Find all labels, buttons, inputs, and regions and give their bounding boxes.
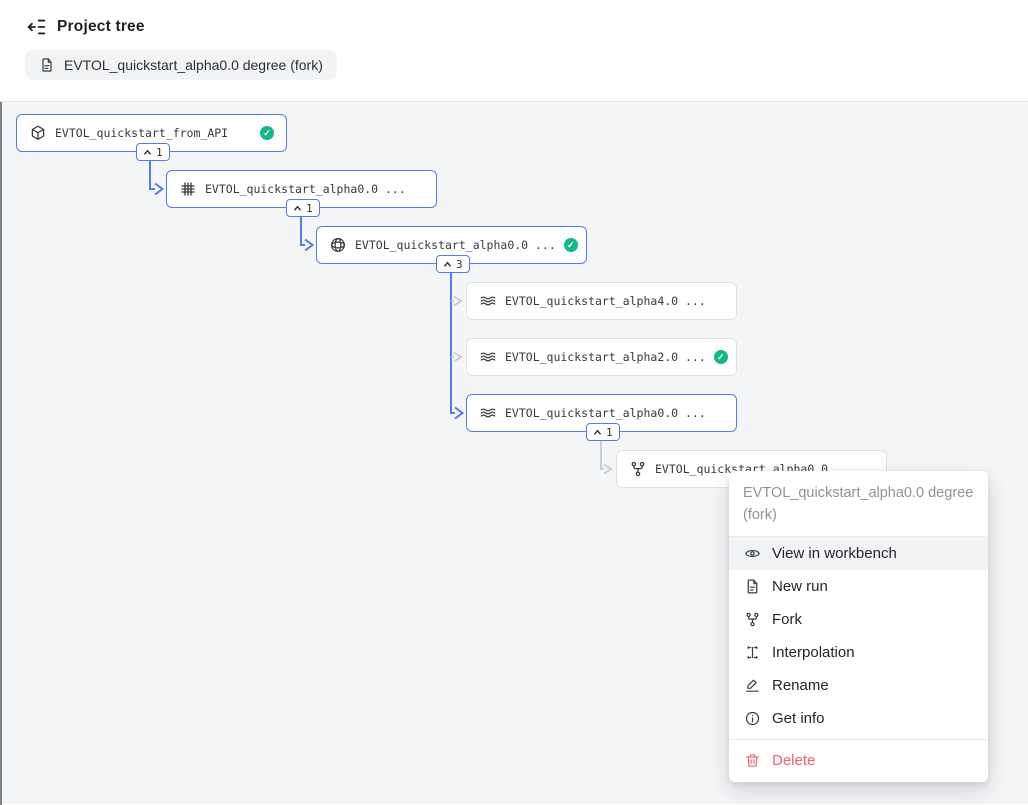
selected-run-label: EVTOL_quickstart_alpha0.0 degree (fork) [64, 57, 323, 73]
menu-divider [729, 739, 988, 740]
project-tree-canvas[interactable]: EVTOL_quickstart_from_API ✓ EVTOL_quicks… [0, 101, 1028, 805]
menu-item-label: Interpolation [772, 644, 855, 661]
left-scrollbar[interactable] [0, 102, 2, 805]
tree-node-alpha0[interactable]: EVTOL_quickstart_alpha0.0 ... [466, 394, 737, 432]
tree-node-alpha2[interactable]: EVTOL_quickstart_alpha2.0 ... ✓ [466, 338, 737, 376]
verified-check-icon: ✓ [563, 238, 578, 252]
verified-check-icon: ✓ [260, 126, 274, 140]
menu-item-rename[interactable]: Rename [729, 669, 988, 702]
tree-node-alpha4[interactable]: EVTOL_quickstart_alpha4.0 ... [466, 282, 737, 320]
badge-count: 1 [306, 201, 313, 215]
menu-item-label: New run [772, 578, 828, 595]
badge-count: 1 [606, 425, 613, 439]
badge-count: 3 [456, 257, 463, 271]
fork-icon [631, 461, 645, 477]
sphere-icon [331, 238, 345, 252]
menu-item-label: View in workbench [772, 545, 897, 562]
menu-item-new-run[interactable]: New run [729, 570, 988, 603]
tree-connectors [149, 161, 613, 475]
chevron-up-icon [294, 205, 301, 211]
project-tree-icon [27, 19, 46, 35]
trash-icon [746, 754, 759, 767]
menu-item-label: Delete [772, 752, 816, 769]
menu-item-get-info[interactable]: Get info [729, 702, 988, 735]
topbar: Project tree EVTOL_quickstart_alpha0.0 d… [0, 0, 1028, 101]
chevron-up-icon [144, 149, 151, 155]
rename-icon [746, 679, 759, 692]
eye-icon [745, 549, 760, 558]
selected-run-chip[interactable]: EVTOL_quickstart_alpha0.0 degree (fork) [25, 50, 337, 80]
menu-item-label: Rename [772, 677, 829, 694]
collapse-badge[interactable]: 3 [436, 255, 470, 273]
menu-item-label: Get info [772, 710, 825, 727]
title-row: Project tree [0, 0, 1028, 38]
tree-node-from-api[interactable]: EVTOL_quickstart_from_API ✓ [16, 114, 287, 152]
cube-icon [31, 125, 45, 140]
verified-check-icon: ✓ [713, 350, 728, 364]
node-label: EVTOL_quickstart_alpha4.0 ... [505, 294, 706, 308]
menu-item-delete[interactable]: Delete [729, 743, 988, 778]
node-label: EVTOL_quickstart_alpha0.0 ... [205, 182, 406, 196]
node-label: EVTOL_quickstart_alpha0.0 ... [505, 406, 706, 420]
node-label: EVTOL_quickstart_from_API [55, 126, 229, 140]
info-icon [745, 711, 760, 726]
file-icon [747, 579, 758, 594]
grid-icon [181, 182, 195, 196]
page-title: Project tree [57, 18, 145, 35]
waves-icon [480, 352, 496, 362]
menu-item-label: Fork [772, 611, 802, 628]
fork-icon [746, 612, 759, 627]
chevron-up-icon [594, 429, 601, 435]
collapse-badge[interactable]: 1 [286, 199, 320, 217]
waves-icon [480, 408, 496, 418]
menu-divider [729, 536, 988, 537]
menu-item-fork[interactable]: Fork [729, 603, 988, 636]
chevron-up-icon [444, 261, 451, 267]
collapse-badge[interactable]: 1 [136, 143, 170, 161]
context-menu: EVTOL_quickstart_alpha0.0 degree (fork) … [729, 471, 988, 782]
node-label: EVTOL_quickstart_alpha2.0 ... [505, 350, 706, 364]
interpolation-icon [747, 646, 758, 659]
waves-icon [480, 296, 496, 306]
tree-node-sphere[interactable]: EVTOL_quickstart_alpha0.0 ... ✓ [316, 226, 587, 264]
node-label: EVTOL_quickstart_alpha0.0 ... [355, 238, 556, 252]
menu-item-interpolation[interactable]: Interpolation [729, 636, 988, 669]
file-icon [42, 58, 52, 72]
badge-count: 1 [156, 145, 163, 159]
menu-item-view-in-workbench[interactable]: View in workbench [729, 537, 988, 570]
context-menu-title: EVTOL_quickstart_alpha0.0 degree (fork) [743, 485, 974, 523]
collapse-badge[interactable]: 1 [586, 423, 620, 441]
